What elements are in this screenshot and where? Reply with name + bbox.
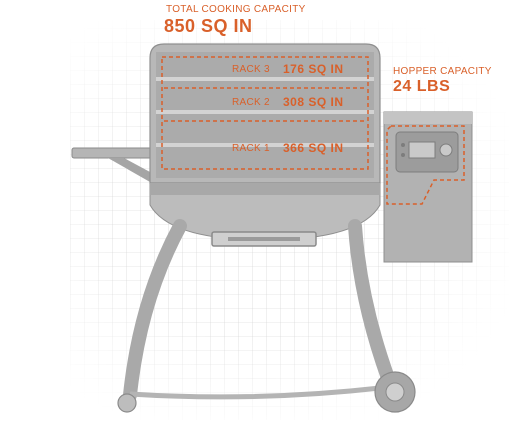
cook-chamber <box>149 43 381 184</box>
grill-body <box>149 182 381 247</box>
cooking-area-outline <box>161 56 369 170</box>
caster-wheel <box>117 393 137 413</box>
hopper <box>383 111 473 263</box>
rack-1-bar <box>156 143 374 147</box>
rack-1-value: 366 SQ IN <box>283 141 344 155</box>
hopper-capacity-value: 24 LBS <box>393 78 451 95</box>
grill-wheel <box>374 371 416 413</box>
rack-2-label: RACK 2 <box>232 97 270 108</box>
display-screen <box>408 141 436 159</box>
total-capacity-value: 850 SQ IN <box>164 16 253 36</box>
rack-2-value: 308 SQ IN <box>283 95 344 109</box>
grill-legs <box>123 219 395 402</box>
control-dial <box>439 143 453 157</box>
rack-2-bar <box>156 110 374 114</box>
total-capacity-label: TOTAL COOKING CAPACITY <box>166 4 306 15</box>
rack-3-label: RACK 3 <box>232 64 270 75</box>
hopper-capacity-label: HOPPER CAPACITY <box>393 66 492 77</box>
rack-1-label: RACK 1 <box>232 143 270 154</box>
hopper-outline <box>386 125 465 205</box>
rack-3-bar <box>156 77 374 81</box>
rack-3-value: 176 SQ IN <box>283 62 344 76</box>
